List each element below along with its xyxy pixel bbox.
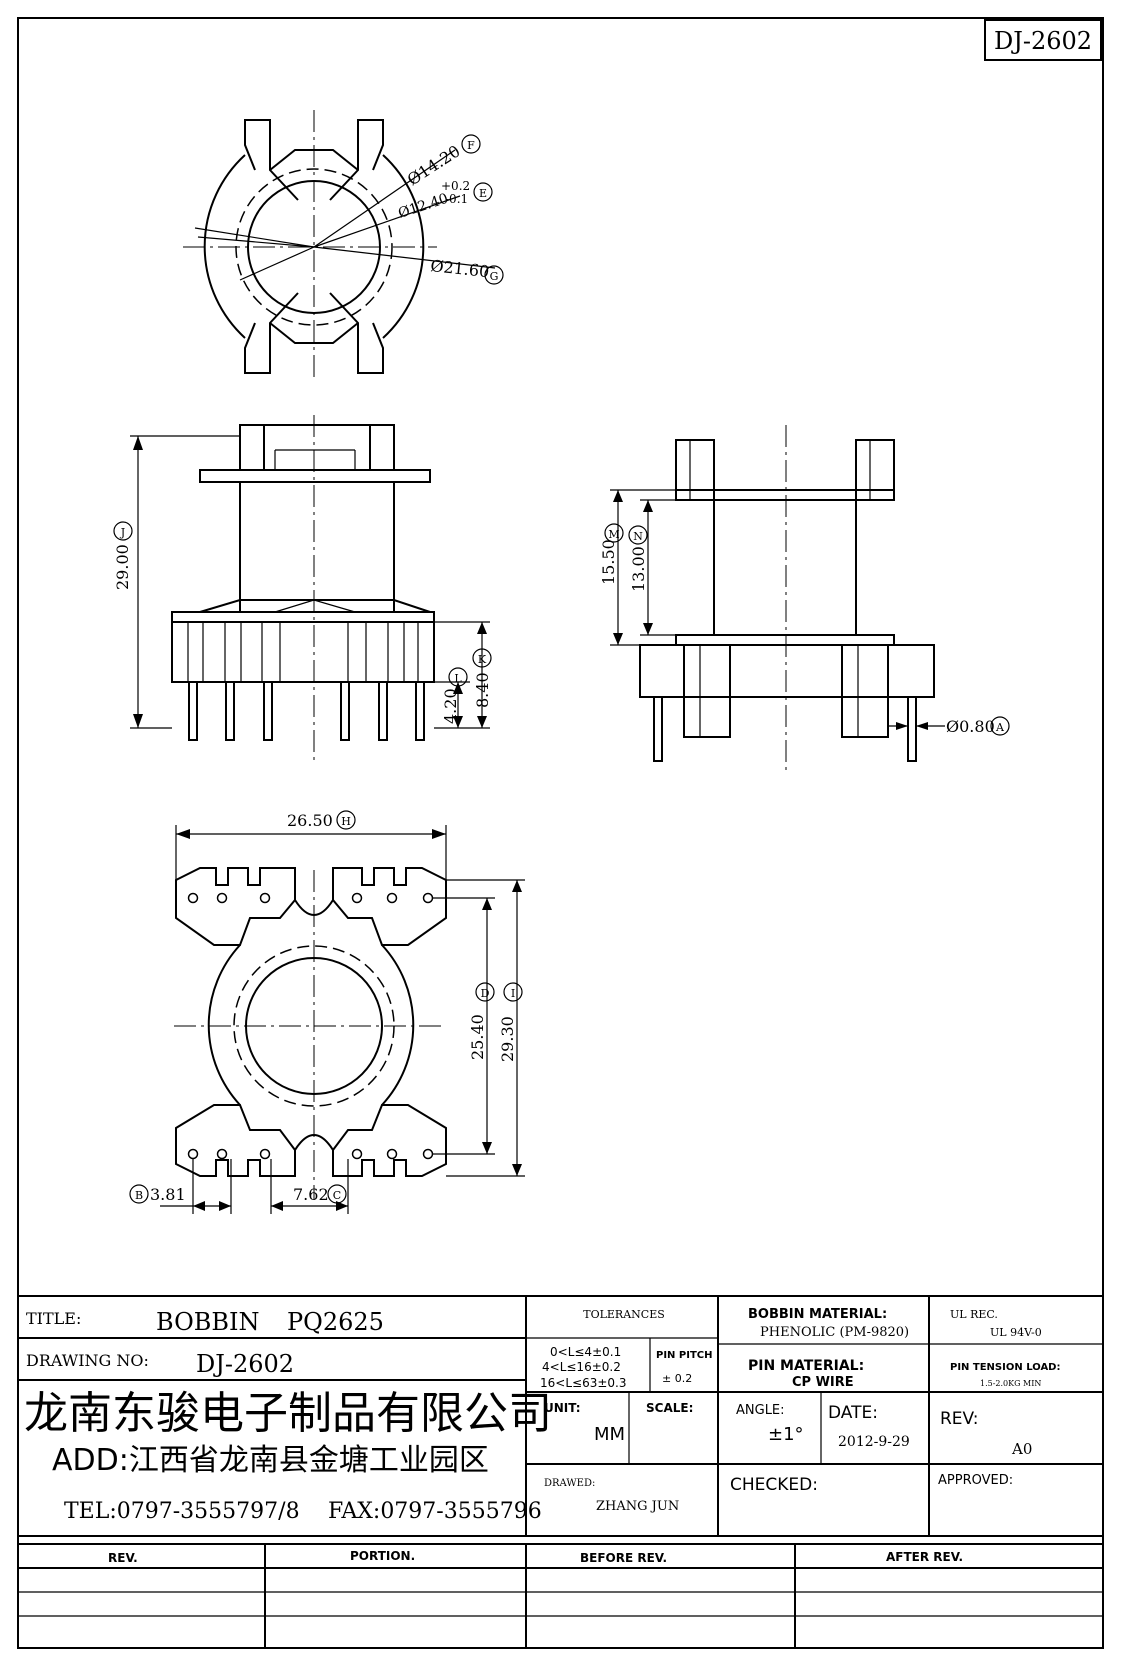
- tag-g: G: [490, 270, 499, 283]
- drawed-label: DRAWED:: [544, 1478, 595, 1489]
- drawing-no-label: DRAWING NO:: [26, 1351, 149, 1370]
- tag-f: F: [467, 139, 475, 152]
- ul-rec-label: UL REC.: [950, 1308, 998, 1321]
- company-name: 龙南东骏电子制品有限公司: [24, 1388, 552, 1439]
- dim-n-text: 13.00: [629, 546, 648, 592]
- dim-i-text: 29.30: [498, 1016, 517, 1062]
- top-view: Ø14.20 F +0.2 -0.1 Ø12.40 E Ø21.60 G: [183, 110, 504, 378]
- dim-k-text: 8.40: [473, 672, 492, 708]
- dim-e-text: Ø12.40: [396, 191, 450, 222]
- date-label: DATE:: [828, 1403, 878, 1423]
- tolerances-label: TOLERANCES: [583, 1308, 665, 1321]
- bobbin-material-label: BOBBIN MATERIAL:: [748, 1307, 887, 1322]
- rev-value: A0: [1011, 1440, 1032, 1458]
- tag-e: E: [479, 187, 487, 200]
- tag-n: N: [633, 530, 643, 543]
- tag-a: A: [995, 721, 1005, 734]
- dim-m-text: 15.50: [599, 539, 618, 585]
- tag-i: I: [511, 987, 515, 1000]
- date-value: 2012-9-29: [838, 1434, 910, 1450]
- title-label: TITLE:: [26, 1309, 81, 1328]
- angle-label: ANGLE:: [736, 1403, 785, 1418]
- company-address: ADD:江西省龙南县金塘工业园区: [52, 1443, 489, 1478]
- rev-label: REV:: [940, 1409, 979, 1429]
- title-value-2: PQ2625: [287, 1308, 384, 1336]
- unit-value: MM: [594, 1424, 625, 1445]
- drawing-no-value: DJ-2602: [196, 1350, 294, 1378]
- dim-e-tol-plus: +0.2: [441, 179, 470, 193]
- dim-a-text: Ø0.80: [946, 717, 995, 736]
- tag-h: H: [341, 815, 351, 828]
- tag-j: J: [120, 526, 125, 539]
- portion-header: PORTION.: [350, 1549, 415, 1563]
- tag-l: L: [454, 672, 462, 685]
- front-view: 29.00 J 4.20 L 8.40 K: [113, 415, 492, 760]
- dim-j-text: 29.00: [113, 544, 132, 590]
- revision-table: REV. PORTION. BEFORE REV. AFTER REV.: [18, 1543, 1103, 1648]
- tag-m: M: [608, 528, 619, 541]
- angle-value: ±1°: [768, 1424, 804, 1445]
- tag-c: C: [333, 1189, 341, 1202]
- tag-k: K: [478, 653, 487, 666]
- bottom-view: 26.50 H 25.40 D 29.30 I B 7.62 3.81 7.62…: [129, 810, 525, 1214]
- approved-label: APPROVED:: [938, 1473, 1013, 1488]
- dim-c-text: 7.62: [293, 1185, 329, 1204]
- pin-tension-value: 1.5-2.0KG MIN: [980, 1379, 1041, 1388]
- dim-l-text: 4.20: [441, 688, 460, 724]
- pin-material-value: CP WIRE: [792, 1375, 854, 1390]
- before-rev-header: BEFORE REV.: [580, 1551, 667, 1565]
- rev-header: REV.: [108, 1551, 138, 1565]
- sheet-border: [17, 17, 1104, 1649]
- tag-b: B: [135, 1189, 143, 1202]
- pin-pitch-label: PIN PITCH: [656, 1350, 712, 1361]
- after-rev-header: AFTER REV.: [886, 1550, 963, 1564]
- ul-rec-value: UL 94V-0: [990, 1326, 1042, 1339]
- dim-d-text: 25.40: [468, 1014, 487, 1060]
- tag-d: D: [481, 987, 490, 1000]
- pin-pitch-value: ± 0.2: [662, 1372, 692, 1385]
- dim-h-text: 26.50: [287, 811, 333, 830]
- dim-e-tol-minus: -0.1: [445, 192, 468, 206]
- dim-b-text: 3.81: [150, 1185, 186, 1204]
- bobbin-material-value: PHENOLIC (PM-9820): [760, 1325, 909, 1340]
- drawing-number-box: [984, 19, 1102, 61]
- side-view: 15.50 M 13.00 N Ø0.80 A: [599, 425, 1010, 770]
- tolerance-3: 16<L≤63±0.3: [540, 1376, 626, 1390]
- title-block: TITLE: BOBBIN PQ2625 DRAWING NO: DJ-2602…: [18, 1295, 1103, 1537]
- checked-label: CHECKED:: [730, 1475, 818, 1495]
- company-tel: TEL:0797-3555797/8: [64, 1499, 300, 1524]
- pin-material-label: PIN MATERIAL:: [748, 1358, 864, 1374]
- drawed-value: ZHANG JUN: [596, 1499, 679, 1514]
- tolerance-2: 4<L≤16±0.2: [542, 1360, 621, 1374]
- scale-label: SCALE:: [646, 1401, 693, 1415]
- pin-tension-label: PIN TENSION LOAD:: [950, 1362, 1060, 1373]
- tolerance-1: 0<L≤4±0.1: [550, 1345, 621, 1359]
- unit-label: UNIT:: [544, 1401, 581, 1415]
- company-fax: FAX:0797-3555796: [328, 1499, 542, 1524]
- dim-g-text: Ø21.60: [430, 256, 491, 281]
- title-value-1: BOBBIN: [156, 1308, 260, 1336]
- drawing-number-corner: DJ-2602: [994, 27, 1092, 55]
